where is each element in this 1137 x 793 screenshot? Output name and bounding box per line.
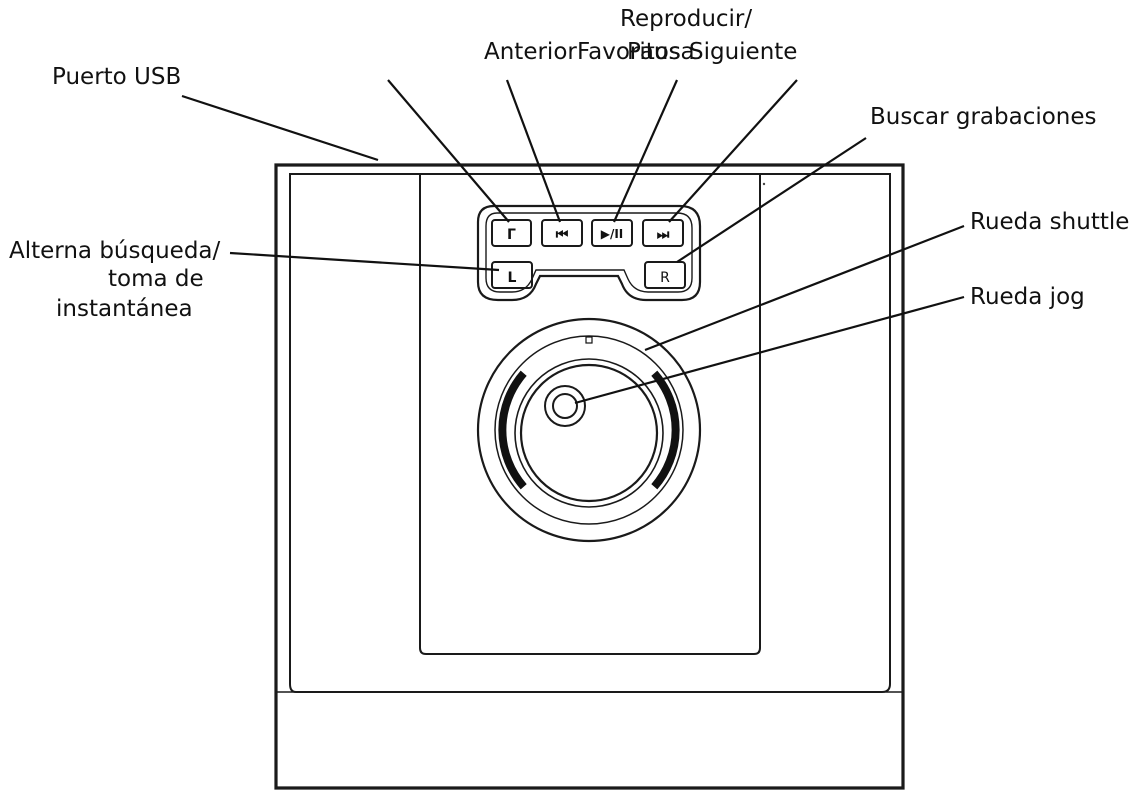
label-usb-port: Puerto USB — [52, 64, 181, 90]
shuttle-ring-outer[interactable] — [476, 317, 702, 543]
label-shuttle-wheel: Rueda shuttle — [970, 209, 1129, 235]
button-cluster-inner — [485, 212, 693, 293]
wheel-assembly — [476, 317, 702, 543]
previous-button[interactable]: ⏮ — [541, 219, 583, 247]
leader-lines — [181, 79, 965, 405]
leader-toggle — [229, 251, 500, 272]
skip-back-icon: ⏮ — [556, 227, 569, 243]
leader-search-recordings — [676, 137, 867, 263]
next-button[interactable]: ⏭ — [642, 219, 684, 247]
button-cluster-housing — [476, 204, 702, 302]
leader-next — [668, 79, 798, 223]
next-button-frame[interactable] — [642, 219, 684, 247]
button-cluster: Γ ⏮ ▶/II ⏭ L R — [476, 204, 702, 302]
label-favorites: Favoritos — [577, 39, 681, 65]
label-previous: Anterior — [484, 39, 577, 65]
device-outer-frame — [274, 163, 905, 790]
left-button-frame[interactable] — [491, 261, 533, 289]
leader-favorites — [387, 79, 510, 223]
jog-finger-dimple-inner — [552, 393, 578, 419]
leader-jog-wheel — [574, 295, 965, 405]
left-button-glyph: L — [508, 270, 517, 286]
device-center-recess — [419, 174, 761, 655]
leader-play-pause — [612, 79, 679, 223]
label-toggle-line2: toma de — [108, 266, 204, 292]
shuttle-left-marker — [498, 370, 527, 490]
label-next: Siguiente — [689, 39, 797, 65]
device-top-plate — [289, 173, 891, 693]
shuttle-ring-inner — [494, 335, 684, 525]
play-pause-button-frame[interactable] — [591, 219, 633, 247]
play-pause-button[interactable]: ▶/II — [591, 219, 633, 247]
skip-forward-icon: ⏭ — [657, 227, 670, 243]
jog-wheel-outer[interactable] — [514, 358, 664, 508]
previous-button-frame[interactable] — [541, 219, 583, 247]
leader-previous — [505, 79, 562, 223]
right-button-glyph: R — [660, 270, 670, 286]
favorite-icon: Γ — [507, 227, 516, 243]
favorite-button-frame[interactable] — [491, 219, 532, 247]
label-jog-wheel: Rueda jog — [970, 284, 1085, 310]
jog-wheel-rim — [519, 363, 659, 503]
device-body — [274, 163, 905, 790]
label-toggle-line1: Alterna búsqueda/ — [9, 238, 221, 264]
callout-labels: Puerto USB Anterior Favoritos Reproducir… — [9, 6, 1129, 322]
play-pause-icon: ▶/II — [601, 227, 624, 241]
left-button[interactable]: L — [491, 261, 533, 289]
jog-finger-dimple-outer — [544, 385, 586, 427]
label-play-pause-line1: Reproducir/ — [620, 6, 752, 32]
favorite-button[interactable]: Γ — [491, 219, 532, 247]
leader-shuttle-wheel — [644, 224, 965, 352]
label-play-pause-line2: Pausa — [627, 39, 695, 65]
label-toggle-line3: instantánea — [56, 296, 193, 322]
shuttle-top-notch — [585, 336, 593, 344]
shuttle-right-marker — [651, 370, 680, 490]
right-button-frame[interactable] — [644, 261, 686, 289]
label-search-recordings: Buscar grabaciones — [870, 104, 1097, 130]
device-indicator-dot — [762, 182, 766, 186]
leader-usb-port — [181, 94, 379, 162]
right-button[interactable]: R — [644, 261, 686, 289]
